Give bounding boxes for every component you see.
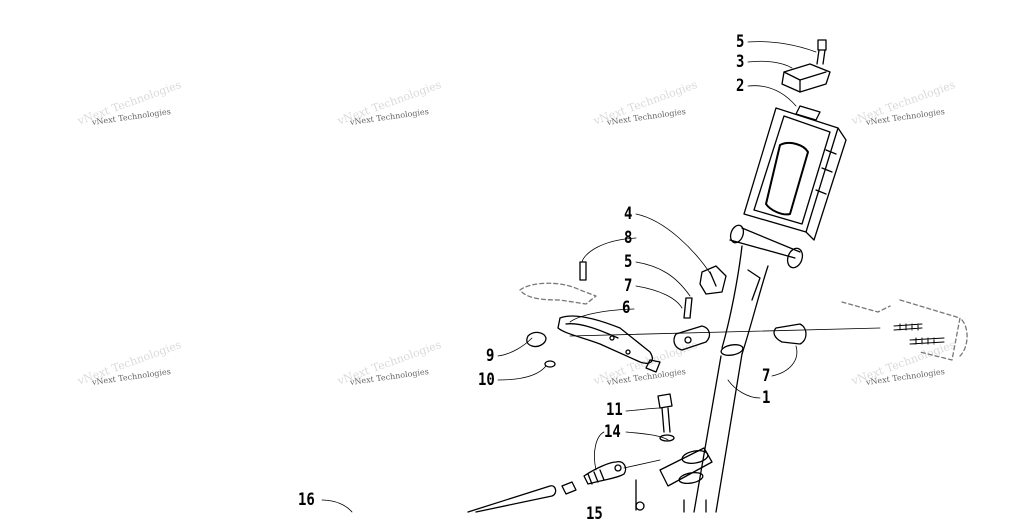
- mounting-bracket: [519, 282, 881, 373]
- handlebar-mount: [743, 105, 847, 241]
- leader-lines: [321, 41, 817, 513]
- left-clamp-parts: [579, 261, 727, 319]
- callout-6: 6: [622, 298, 631, 318]
- parts-diagram: vNext Technologies vNext Technologies vN…: [76, 32, 968, 523]
- top-clamp: [781, 39, 831, 93]
- callout-5-top: 5: [736, 32, 745, 52]
- callout-10: 10: [478, 370, 495, 390]
- callout-15: 15: [586, 504, 603, 524]
- callout-3: 3: [736, 52, 745, 72]
- callout-7-right: 7: [762, 366, 771, 386]
- exploded-view-drawing: [321, 39, 968, 513]
- steering-post: [635, 224, 804, 513]
- callout-8: 8: [624, 228, 633, 248]
- callout-7-left: 7: [624, 276, 633, 296]
- callout-4: 4: [624, 204, 633, 224]
- callout-2: 2: [736, 76, 745, 96]
- threaded-rods: [893, 323, 945, 345]
- callout-16: 16: [298, 490, 315, 510]
- callout-14: 14: [604, 422, 621, 442]
- callout-1: 1: [762, 388, 771, 408]
- lower-parts: [467, 393, 675, 513]
- callout-9: 9: [486, 346, 495, 366]
- callout-5-mid: 5: [624, 252, 633, 272]
- reference-parts: [841, 299, 968, 361]
- callout-11: 11: [606, 400, 623, 420]
